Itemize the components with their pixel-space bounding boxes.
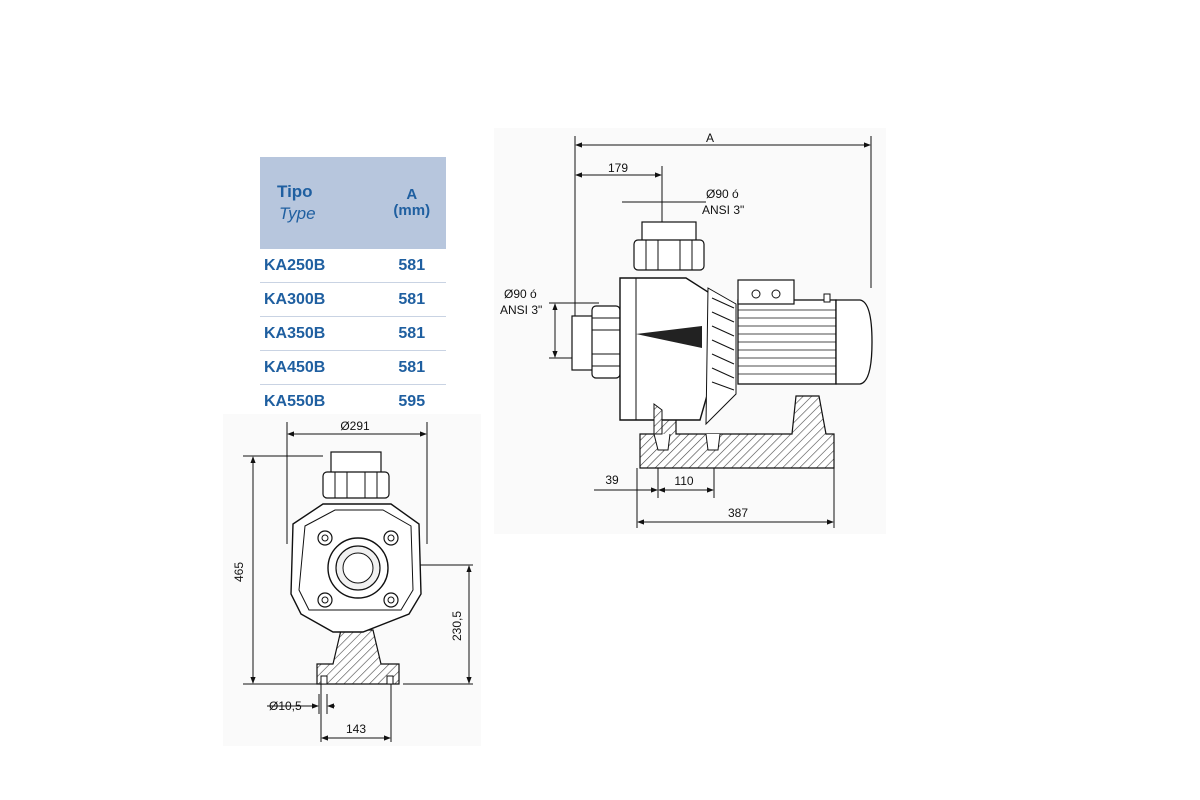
dim-39-label: 39 — [605, 473, 619, 487]
outlet-diam-label: Ø90 ó — [706, 187, 739, 201]
dim-header-unit: (mm) — [393, 202, 431, 219]
type-cell: KA300B — [260, 282, 378, 317]
outlet-ansi-label: ANSI 3" — [702, 203, 744, 217]
side-view-drawing: A 179 Ø90 ó ANSI 3" Ø90 ó ANSI 3" 39 110… — [494, 128, 886, 534]
table-header-row: Tipo Type A (mm) — [260, 157, 446, 249]
dim-291-label: Ø291 — [340, 419, 370, 433]
outlet-union-nut — [633, 239, 705, 271]
type-header-label: Tipo — [277, 182, 313, 201]
type-cell: KA250B — [260, 249, 378, 283]
dim-230-label: 230,5 — [450, 611, 464, 641]
inlet-diam-label: Ø90 ó — [504, 287, 537, 301]
inlet-union-nut — [591, 305, 621, 379]
dim-header-label: A — [406, 186, 418, 203]
dim-cell: 581 — [377, 249, 446, 283]
inlet-ansi-label: ANSI 3" — [500, 303, 542, 317]
front-pump-base — [316, 629, 400, 685]
type-header-label-en: Type — [279, 204, 316, 223]
front-dimension-lines — [250, 431, 472, 741]
housing-bolts — [317, 530, 399, 608]
dim-cell: 581 — [377, 282, 446, 317]
dim-387-label: 387 — [728, 506, 748, 520]
front-view-drawing: Ø291 465 230,5 Ø10,5 143 — [223, 414, 481, 746]
dim-179-label: 179 — [608, 161, 628, 175]
pump-housing — [619, 277, 717, 421]
front-outlet-union — [322, 471, 390, 499]
terminal-box — [737, 279, 795, 305]
dim-143-label: 143 — [346, 722, 366, 736]
dim-header: A (mm) — [377, 157, 446, 249]
type-cell: KA550B — [260, 384, 378, 419]
dim-hole-label: Ø10,5 — [269, 699, 302, 713]
dim-cell: 581 — [377, 316, 446, 351]
motor-end-cap — [835, 299, 873, 385]
dim-465-label: 465 — [232, 562, 246, 582]
dim-110-label: 110 — [674, 474, 693, 488]
dimension-lines — [552, 142, 871, 525]
fan-guard — [705, 287, 737, 426]
dim-a-label: A — [706, 131, 714, 145]
dim-cell: 581 — [377, 350, 446, 385]
type-cell: KA350B — [260, 316, 378, 351]
type-cell: KA450B — [260, 350, 378, 385]
type-header: Tipo Type — [260, 157, 378, 249]
